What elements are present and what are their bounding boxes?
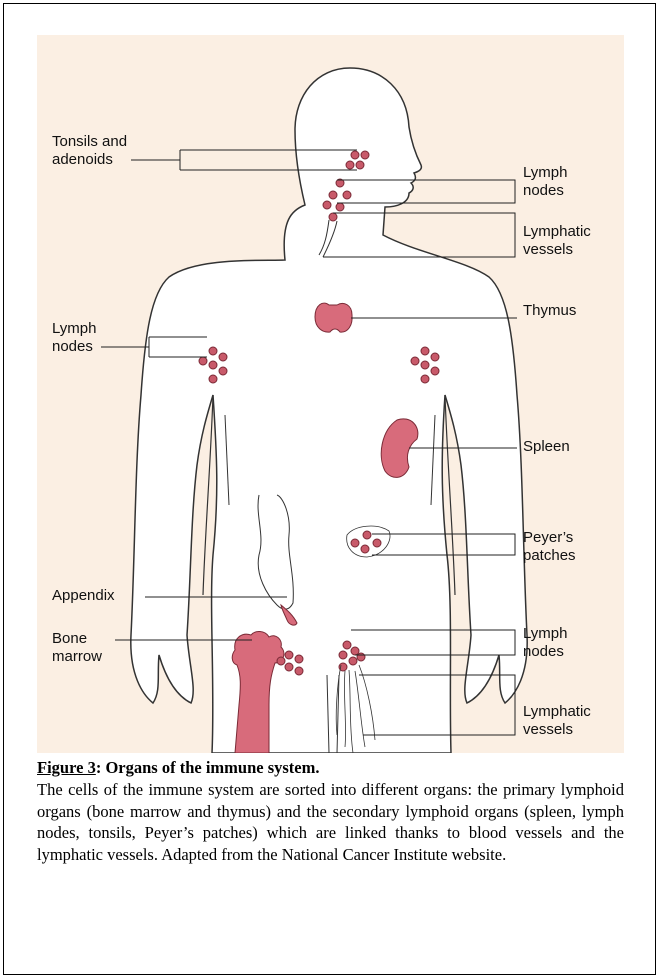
label-bone-marrow: Bone marrow xyxy=(52,630,102,666)
caption-body: The cells of the immune system are sorte… xyxy=(37,779,624,865)
thymus-organ xyxy=(315,303,352,332)
label-tonsils-adenoids: Tonsils and adenoids xyxy=(52,133,127,169)
label-peyers-patches: Peyer’s patches xyxy=(523,529,576,565)
caption-title-text: : Organs of the immune system. xyxy=(96,758,320,777)
immune-system-diagram: Tonsils and adenoids Lymph nodes Lymphat… xyxy=(37,35,624,753)
label-appendix: Appendix xyxy=(52,587,115,605)
label-lymphatic-vessels-neck: Lymphatic vessels xyxy=(523,223,591,259)
caption-figure-number: Figure 3 xyxy=(37,758,96,777)
label-thymus: Thymus xyxy=(523,302,576,320)
label-lymph-nodes-arm: Lymph nodes xyxy=(52,320,96,356)
label-lymphatic-vessels-groin: Lymphatic vessels xyxy=(523,703,591,739)
label-lymph-nodes-neck: Lymph nodes xyxy=(523,164,567,200)
label-spleen: Spleen xyxy=(523,438,570,456)
caption-title: Figure 3: Organs of the immune system. xyxy=(37,758,624,778)
body-silhouette xyxy=(131,68,527,753)
label-lymph-nodes-groin: Lymph nodes xyxy=(523,625,567,661)
figure-caption: Figure 3: Organs of the immune system. T… xyxy=(37,758,624,865)
